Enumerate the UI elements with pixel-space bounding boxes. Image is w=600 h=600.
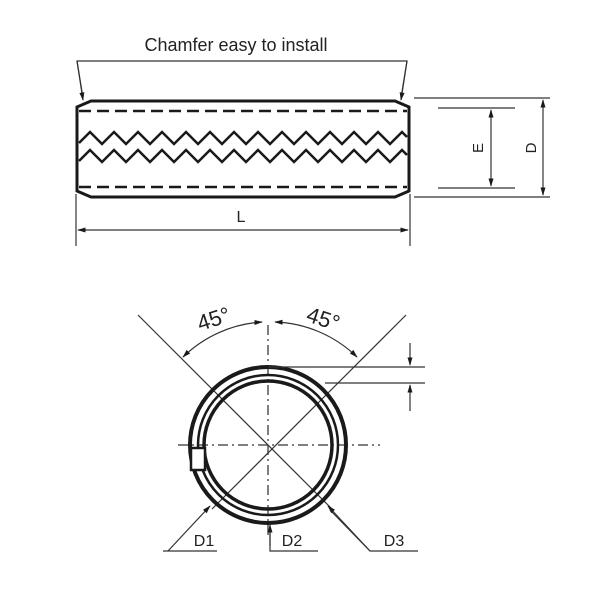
angle-lines [137,314,407,510]
centerlines [178,325,380,535]
d3-label: D3 [384,533,405,550]
length-dimension [75,194,411,246]
angle-left-label: 45° [194,302,233,336]
angle-right-label: 45° [304,302,343,336]
side-view: Chamfer easy to install L [75,35,550,246]
chamfer-leader [76,60,408,101]
slot-gap [189,446,207,472]
diameter-leaders [163,505,418,552]
outer-dim-label: D [523,142,540,153]
diameter-dimensions [414,97,550,198]
end-view: 45° 45° D1 D2 D3 [137,302,425,552]
d1-label: D1 [194,533,215,550]
inner-dim-label: E [470,143,487,153]
d2-label: D2 [282,533,303,550]
slot-zigzag-upper [78,130,408,146]
length-label: L [237,209,246,226]
slot-zigzag-lower [78,148,408,164]
angle-arc [182,319,263,358]
pin-body [75,99,411,199]
wall-thickness-dimension [268,343,425,411]
chamfer-label: Chamfer easy to install [144,35,327,55]
